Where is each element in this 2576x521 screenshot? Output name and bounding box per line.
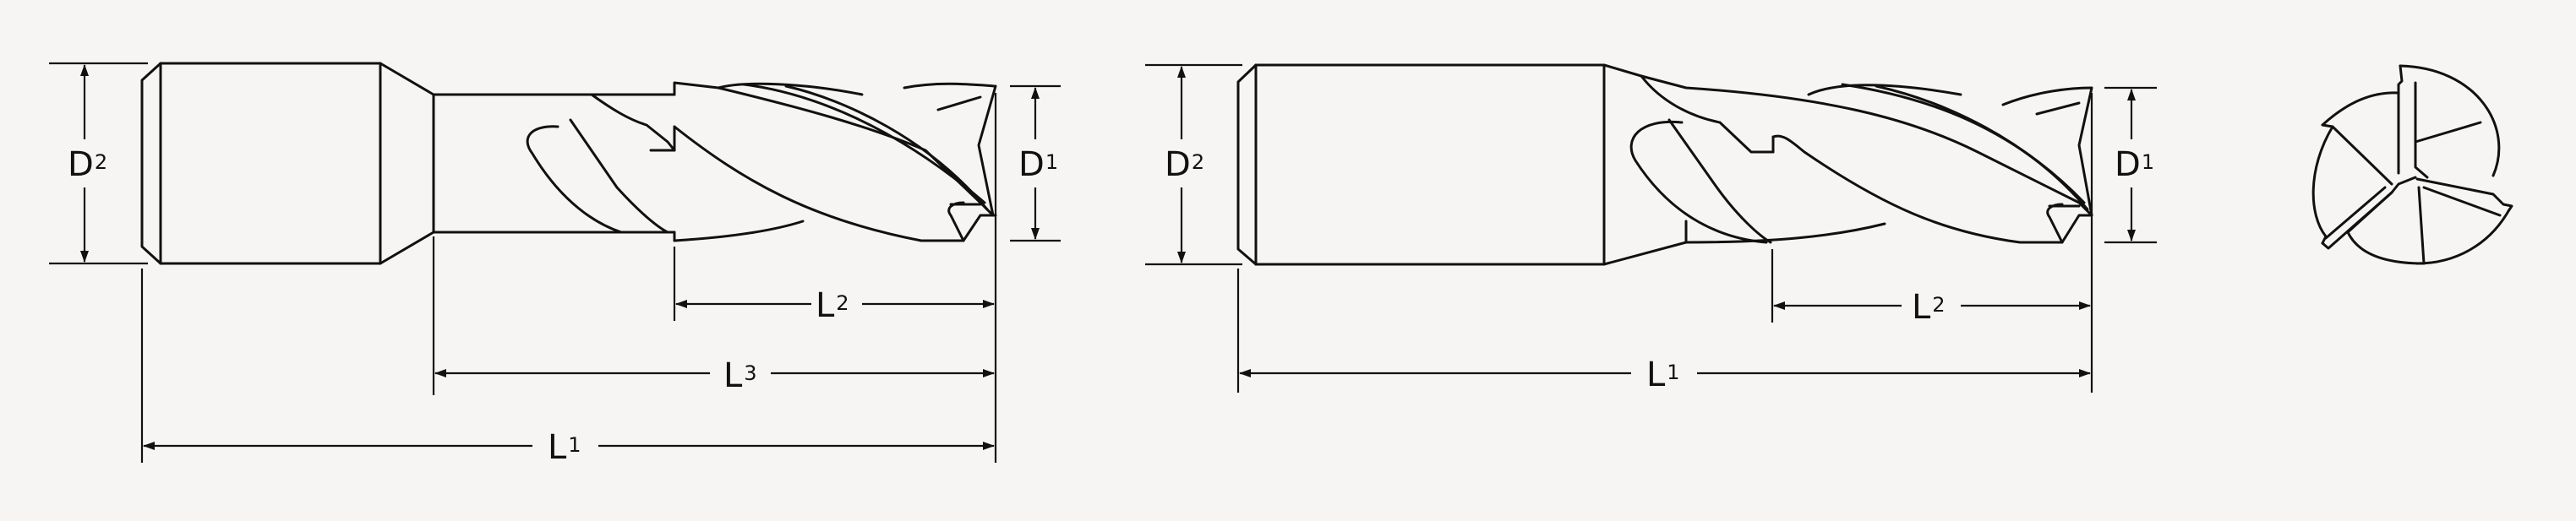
l2-left-label: L2	[816, 286, 849, 325]
d1-left-label: D1	[1018, 145, 1058, 184]
right-shank	[1236, 63, 1606, 266]
d1-right-label: D1	[2115, 145, 2154, 184]
d2-left-label: D2	[68, 145, 107, 184]
left-neck	[432, 93, 676, 234]
right-dimensions	[1145, 63, 2157, 393]
left-dimensions	[49, 62, 1061, 463]
reduced-neck-end-mill: D2 D1 L2 L3 L1	[49, 62, 1061, 467]
l1-right-label: L1	[1646, 355, 1680, 394]
l1-left-label: L1	[548, 428, 581, 467]
left-shank	[140, 62, 435, 265]
l2-right-label: L2	[1912, 288, 1946, 327]
standard-end-mill: D2 D1 L2 L1	[1145, 63, 2157, 394]
l3-left-label: L3	[723, 356, 757, 395]
right-flutes	[1602, 63, 2093, 266]
d2-right-label: D2	[1165, 145, 1204, 184]
left-flutes	[526, 81, 997, 242]
end-view-cross-section	[2311, 64, 2513, 265]
